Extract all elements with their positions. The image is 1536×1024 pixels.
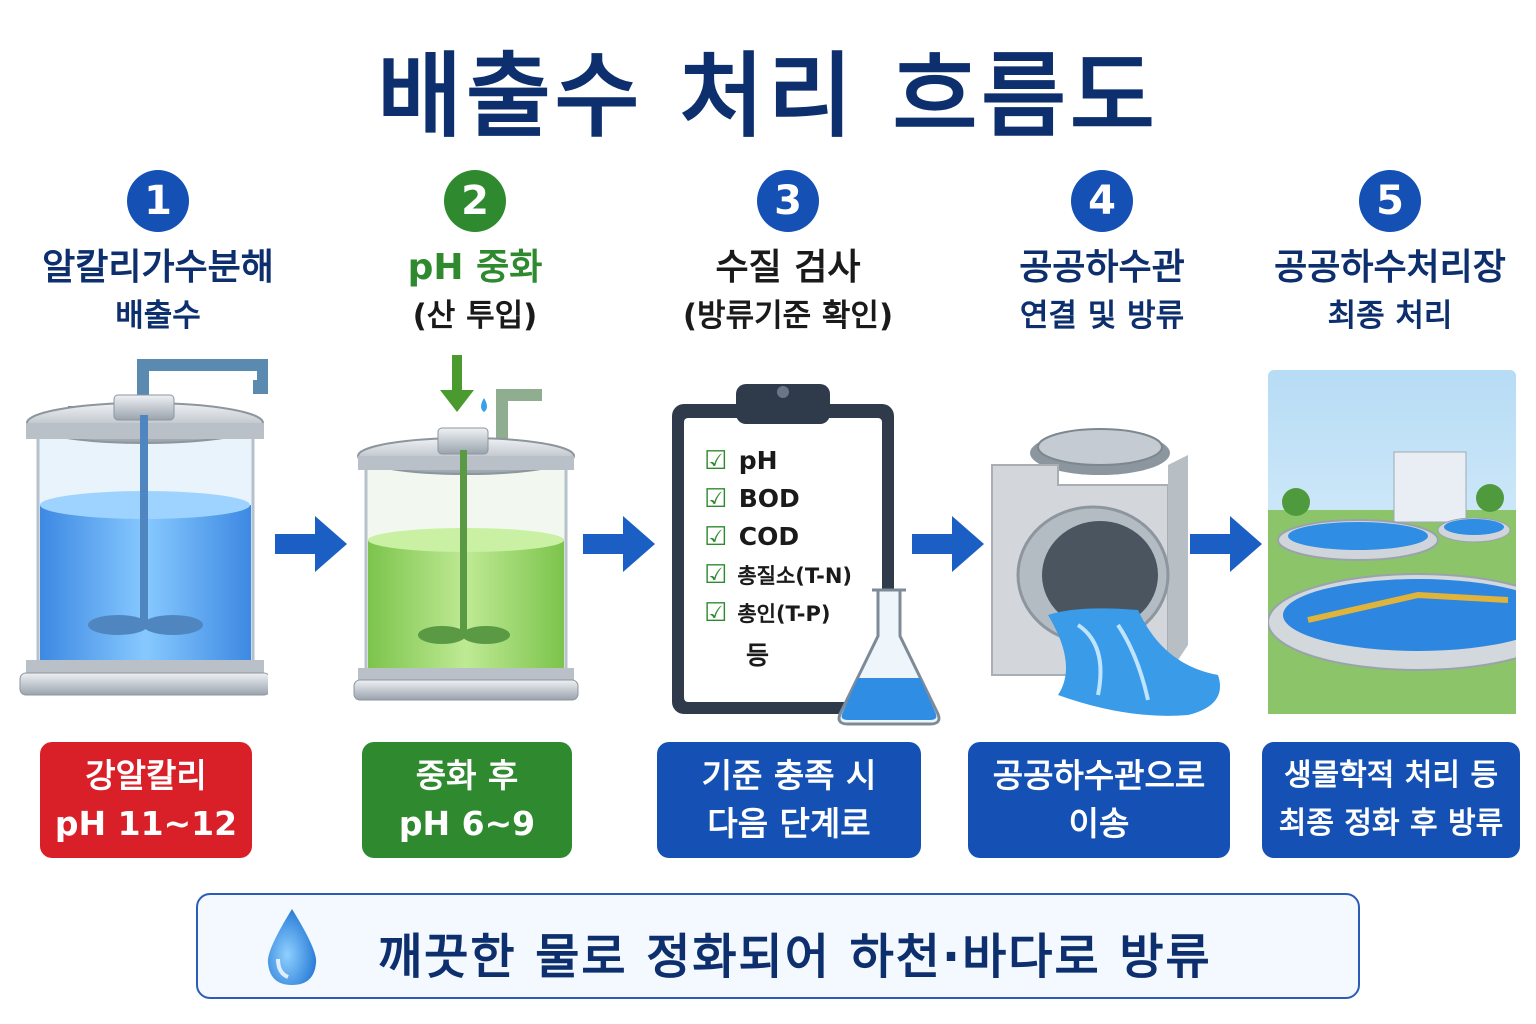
step-4-result-box: 공공하수관으로 이송 xyxy=(968,742,1230,858)
neutralization-tank-icon xyxy=(353,355,579,701)
step-3-result-box: 기준 충족 시 다음 단계로 xyxy=(657,742,921,858)
step-4-box-line-1: 공공하수관으로 xyxy=(992,756,1206,795)
step-5-box-line-1: 생물학적 처리 등 xyxy=(1283,758,1499,793)
discharge-banner: 깨끗한 물로 정화되어 하천·바다로 방류 xyxy=(196,893,1360,999)
clipboard-icon xyxy=(672,384,894,714)
checklist-item-etc: 등 xyxy=(746,641,770,670)
step-number-5: 5 xyxy=(1359,170,1421,232)
arrow-right-icon xyxy=(583,516,655,572)
step-4: 4 공공하수관 연결 및 방류 xyxy=(952,170,1252,340)
flask-icon xyxy=(837,588,941,726)
step-2-title: pH 중화 xyxy=(407,247,543,288)
step-number-1: 1 xyxy=(127,170,189,232)
step-5-title: 공공하수처리장 xyxy=(1274,247,1506,288)
stirred-tank-icon xyxy=(19,359,268,696)
page-title: 배출수 처리 흐름도 xyxy=(377,43,1159,150)
step-5: 5 공공하수처리장 최종 처리 xyxy=(1240,170,1536,340)
arrow-right-icon xyxy=(1190,516,1262,572)
step-1: 1 알칼리가수분해 배출수 xyxy=(8,170,308,340)
banner-text: 깨끗한 물로 정화되어 하천·바다로 방류 xyxy=(378,929,1212,985)
step-4-subtitle: 연결 및 방류 xyxy=(1019,298,1185,334)
checklist: ☑ pH ☑ BOD ☑ COD ☑ 총질소(T-N) ☑ 총인(T-P) 등 xyxy=(704,446,874,674)
step-1-box-line-1: 강알칼리 xyxy=(85,756,207,795)
step-2-box-line-1: 중화 후 xyxy=(415,756,519,795)
step-3-title: 수질 검사 xyxy=(715,247,861,288)
step-2-box-line-2: pH 6~9 xyxy=(398,804,536,843)
check-icon: ☑ xyxy=(704,446,728,476)
arrow-right-icon xyxy=(275,516,347,572)
check-icon: ☑ xyxy=(704,522,728,552)
checklist-item-tp: ☑ 총인(T-P) xyxy=(704,598,831,628)
step-3-box-line-2: 다음 단계로 xyxy=(707,804,871,843)
water-drop-icon xyxy=(267,909,317,985)
step-number-2: 2 xyxy=(444,170,506,232)
checklist-item-bod: ☑ BOD xyxy=(704,484,800,514)
checklist-item-cod: ☑ COD xyxy=(704,522,800,552)
step-1-title: 알칼리가수분해 xyxy=(42,247,274,288)
step-3-subtitle: (방류기준 확인) xyxy=(682,298,894,334)
step-3-box-line-1: 기준 충족 시 xyxy=(701,756,877,795)
check-icon: ☑ xyxy=(704,484,728,514)
step-4-title: 공공하수관 xyxy=(1019,247,1185,288)
step-number-3: 3 xyxy=(757,170,819,232)
step-number-4: 4 xyxy=(1071,170,1133,232)
check-icon: ☑ xyxy=(704,598,728,628)
checklist-item-ph: ☑ pH xyxy=(704,446,778,476)
step-5-result-box: 생물학적 처리 등 최종 정화 후 방류 xyxy=(1262,742,1520,858)
check-icon: ☑ xyxy=(704,560,728,590)
checklist-item-tn: ☑ 총질소(T-N) xyxy=(704,560,852,590)
step-4-box-line-2: 이송 xyxy=(1068,804,1130,843)
step-5-subtitle: 최종 처리 xyxy=(1327,298,1453,334)
arrow-right-icon xyxy=(912,516,984,572)
step-1-subtitle: 배출수 xyxy=(115,298,201,334)
sewer-pipe-icon xyxy=(991,428,1220,716)
step-2-result-box: 중화 후 pH 6~9 xyxy=(362,742,572,858)
step-2: 2 pH 중화 (산 투입) xyxy=(325,170,625,340)
treatment-plant-icon xyxy=(1268,370,1516,714)
step-5-box-line-2: 최종 정화 후 방류 xyxy=(1278,806,1504,841)
step-1-box-line-2: pH 11~12 xyxy=(54,804,238,843)
step-1-result-box: 강알칼리 pH 11~12 xyxy=(40,742,252,858)
step-3: 3 수질 검사 (방류기준 확인) xyxy=(638,170,938,340)
step-2-subtitle: (산 투입) xyxy=(412,298,538,334)
